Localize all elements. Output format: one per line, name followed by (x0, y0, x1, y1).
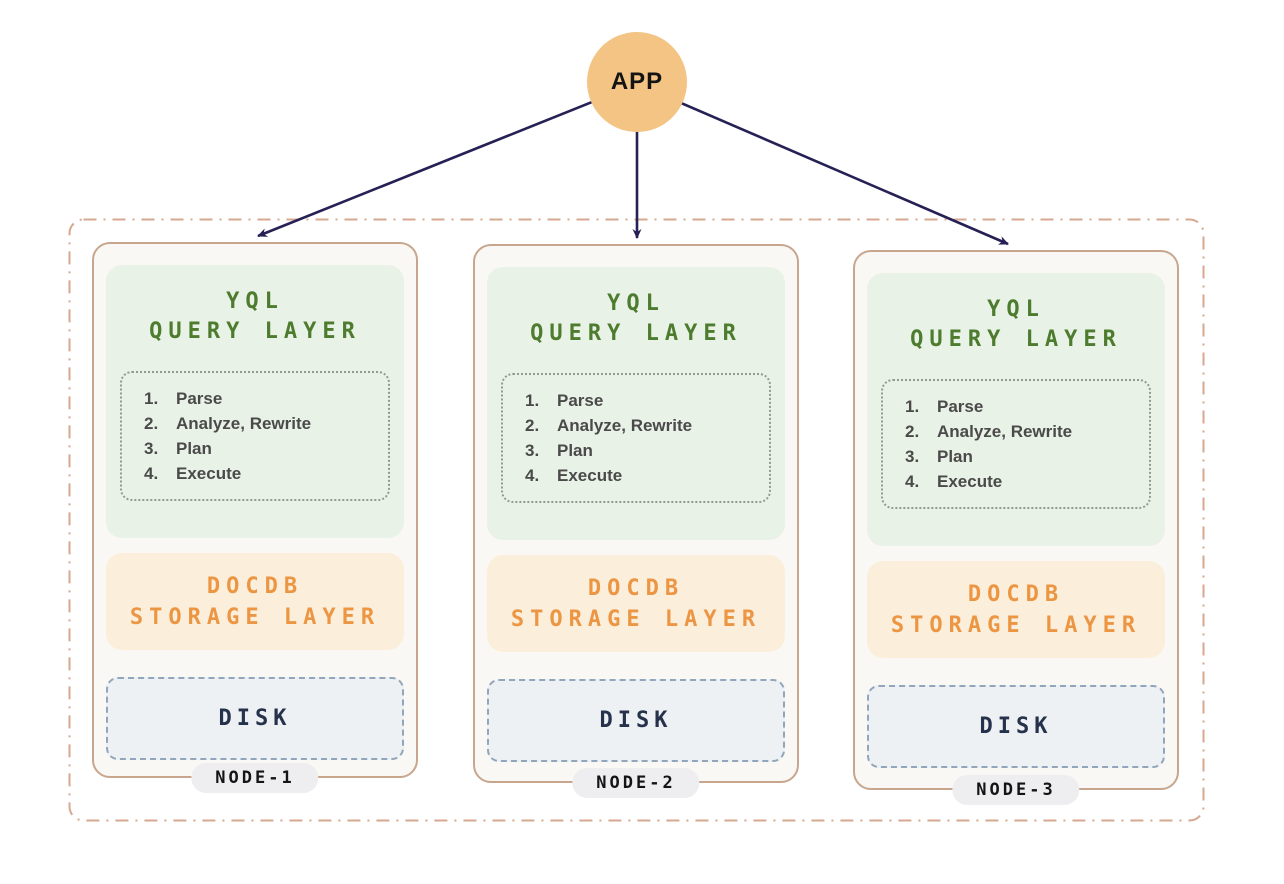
arrow-app-to-node-1 (257, 82, 638, 238)
query-layer-title-line1: YQL (226, 289, 284, 314)
node-label-badge: NODE-3 (952, 775, 1080, 805)
disk-box: DISK (106, 677, 404, 760)
node-label-badge: NODE-2 (572, 768, 700, 798)
step-label: Execute (557, 466, 623, 485)
storage-layer-title-line1: DOCDB (206, 573, 304, 599)
step-number: 2. (525, 416, 540, 435)
query-steps-box: 1. Parse 2. Analyze, Rewrite 3. Plan 4. … (881, 379, 1151, 509)
storage-layer-title-line2: STORAGE LAYER (510, 606, 762, 632)
step-number: 2. (144, 414, 159, 433)
storage-layer-title-line2: STORAGE LAYER (129, 604, 381, 630)
step-plan: 3. Plan (525, 438, 763, 463)
yql-query-layer: YQL QUERY LAYER 1. Parse 2. Analyze, Rew… (487, 267, 785, 540)
app-node: APP (587, 32, 687, 132)
step-parse: 1. Parse (144, 386, 382, 411)
docdb-storage-layer: DOCDB STORAGE LAYER (867, 561, 1165, 658)
docdb-storage-layer: DOCDB STORAGE LAYER (487, 555, 785, 652)
node-card-1: YQL QUERY LAYER 1. Parse 2. Analyze, Rew… (92, 242, 418, 793)
query-layer-title: YQL QUERY LAYER (487, 289, 785, 349)
query-layer-title-line2: QUERY LAYER (530, 321, 742, 346)
node-label-badge: NODE-1 (191, 763, 319, 793)
step-execute: 4. Execute (144, 461, 382, 486)
step-number: 2. (905, 422, 920, 441)
disk-label: DISK (979, 714, 1053, 739)
query-steps-box: 1. Parse 2. Analyze, Rewrite 3. Plan 4. … (501, 373, 771, 503)
step-label: Parse (937, 397, 984, 416)
step-number: 1. (905, 397, 920, 416)
step-number: 1. (144, 389, 159, 408)
step-execute: 4. Execute (905, 469, 1143, 494)
query-layer-title-line1: YQL (607, 291, 665, 316)
yql-query-layer: YQL QUERY LAYER 1. Parse 2. Analyze, Rew… (867, 273, 1165, 546)
step-number: 1. (525, 391, 540, 410)
step-execute: 4. Execute (525, 463, 763, 488)
app-label: APP (610, 68, 664, 95)
step-analyze-rewrite: 2. Analyze, Rewrite (525, 413, 763, 438)
step-plan: 3. Plan (144, 436, 382, 461)
disk-box: DISK (487, 679, 785, 762)
storage-layer-title-line1: DOCDB (967, 581, 1065, 607)
step-label: Analyze, Rewrite (937, 422, 1073, 441)
step-analyze-rewrite: 2. Analyze, Rewrite (905, 419, 1143, 444)
query-layer-title-line2: QUERY LAYER (149, 319, 361, 344)
step-analyze-rewrite: 2. Analyze, Rewrite (144, 411, 382, 436)
query-layer-title-line2: QUERY LAYER (910, 327, 1122, 352)
step-label: Analyze, Rewrite (557, 416, 693, 435)
step-plan: 3. Plan (905, 444, 1143, 469)
step-number: 3. (905, 447, 920, 466)
query-layer-title: YQL QUERY LAYER (106, 287, 404, 347)
storage-layer-title-line2: STORAGE LAYER (890, 612, 1142, 638)
query-layer-title-line1: YQL (987, 297, 1045, 322)
step-label: Plan (937, 447, 973, 466)
query-steps-box: 1. Parse 2. Analyze, Rewrite 3. Plan 4. … (120, 371, 390, 501)
step-parse: 1. Parse (525, 388, 763, 413)
storage-layer-title: DOCDB STORAGE LAYER (487, 573, 785, 635)
step-number: 4. (144, 464, 159, 483)
node-card-2: YQL QUERY LAYER 1. Parse 2. Analyze, Rew… (473, 244, 799, 798)
step-number: 3. (144, 439, 159, 458)
yql-query-layer: YQL QUERY LAYER 1. Parse 2. Analyze, Rew… (106, 265, 404, 538)
step-label: Parse (176, 389, 223, 408)
step-label: Plan (557, 441, 593, 460)
storage-layer-title: DOCDB STORAGE LAYER (867, 579, 1165, 641)
step-label: Execute (176, 464, 242, 483)
step-parse: 1. Parse (905, 394, 1143, 419)
disk-label: DISK (599, 708, 673, 733)
disk-label: DISK (218, 706, 292, 731)
step-number: 4. (525, 466, 540, 485)
step-label: Plan (176, 439, 212, 458)
step-label: Parse (557, 391, 604, 410)
step-number: 3. (525, 441, 540, 460)
step-number: 4. (905, 472, 920, 491)
storage-layer-title: DOCDB STORAGE LAYER (106, 571, 404, 633)
storage-layer-title-line1: DOCDB (587, 575, 685, 601)
docdb-storage-layer: DOCDB STORAGE LAYER (106, 553, 404, 650)
step-label: Execute (937, 472, 1003, 491)
disk-box: DISK (867, 685, 1165, 768)
step-label: Analyze, Rewrite (176, 414, 312, 433)
node-card-3: YQL QUERY LAYER 1. Parse 2. Analyze, Rew… (853, 250, 1179, 805)
query-layer-title: YQL QUERY LAYER (867, 295, 1165, 355)
